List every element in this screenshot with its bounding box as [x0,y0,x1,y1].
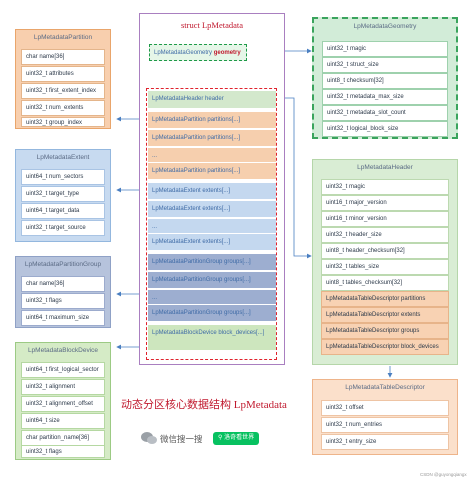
header-descriptor-field: LpMetadataTableDescriptor groups [321,323,449,339]
group-struct: LpMetadataPartitionGroup char name[36] u… [15,256,111,328]
header-field: uint16_t minor_version [321,211,449,227]
partition-field: char name[36] [21,49,105,65]
credit-text: CSDN @guyongqiangx [420,472,467,477]
geometry-struct: LpMetadataGeometry uint32_t magic uint32… [312,17,458,139]
header-struct: LpMetadataHeader uint32_t magic uint16_t… [312,159,458,365]
block-device-struct: LpMetadataBlockDevice uint64_t first_log… [15,342,111,460]
block-device-title: LpMetadataBlockDevice [27,347,99,354]
header-title: LpMetadataHeader [357,164,413,171]
header-field: uint32_t magic [321,179,449,195]
block-device-field: uint32_t alignment [21,379,105,395]
geometry-name: geometry [213,50,241,56]
lpmetadata-extent-row: ... [148,218,276,235]
group-field: uint32_t flags [21,293,105,309]
group-title: LpMetadataPartitionGroup [24,261,102,268]
partition-field: uint32_t attributes [21,66,105,82]
table-descriptor-field: uint32_t offset [321,400,449,416]
table-descriptor-field: uint32_t entry_size [321,434,449,450]
lpmetadata-partition-row: LpMetadataPartition partitions[...] [148,162,276,179]
lpmetadata-partition-row: ... [148,147,276,164]
lpmetadata-extent-row: LpMetadataExtent extents[...] [148,200,276,217]
block-device-field: uint64_t first_logical_sector [21,362,105,378]
header-field: uint8_t tables_checksum[32] [321,275,449,291]
header-field: uint32_t tables_size [321,259,449,275]
lpmetadata-group-row: LpMetadataPartitionGroup groups[...] [148,304,276,321]
extent-struct: LpMetadataExtent uint64_t num_sectors ui… [15,149,111,242]
arrow-to-header [276,97,312,259]
block-device-field: uint32_t flags [21,445,105,458]
lpmetadata-partition-row: LpMetadataPartition partitions[...] [148,129,276,146]
block-device-field: char partition_name[36] [21,430,105,446]
wechat-account-name: 洛奇看世界 [224,435,255,441]
lpmetadata-partition-row: LpMetadataPartition partitions[...] [148,111,276,128]
wechat-search-text: 微信搜一搜 [160,434,203,444]
wechat-icon [141,432,157,444]
lpmetadata-extent-row: LpMetadataExtent extents[...] [148,182,276,199]
extent-field: uint32_t target_source [21,220,105,236]
table-descriptor-field: uint32_t num_entries [321,417,449,433]
search-icon: ⚲ [218,435,223,441]
partition-title: LpMetadataPartition [33,34,93,41]
geometry-field: uint8_t checksum[32] [322,73,448,89]
header-field: uint8_t header_checksum[32] [321,243,449,259]
partition-field: uint32_t num_extents [21,100,105,116]
tables-region-outline [146,88,277,360]
extent-field: uint64_t num_sectors [21,169,105,185]
table-descriptor-title: LpMetadataTableDescriptor [345,384,425,391]
lpmetadata-group-row: LpMetadataPartitionGroup groups[...] [148,271,276,288]
geometry-field: uint32_t logical_block_size [322,121,448,137]
table-descriptor-struct: LpMetadataTableDescriptor uint32_t offse… [312,379,458,455]
lpmetadata-geometry-field: LpMetadataGeometry geometry [149,44,247,61]
header-descriptor-field: LpMetadataTableDescriptor partitions [321,291,449,307]
lpmetadata-group-row: LpMetadataPartitionGroup groups[...] [148,253,276,270]
extent-field: uint64_t target_data [21,203,105,219]
header-field: uint16_t major_version [321,195,449,211]
header-field: uint32_t header_size [321,227,449,243]
block-device-field: uint64_t size [21,413,105,429]
lpmetadata-group-row: ... [148,289,276,306]
lpmetadata-title: struct LpMetadata [180,20,244,30]
block-device-field: uint32_t alignment_offset [21,396,105,412]
extent-title: LpMetadataExtent [36,154,90,161]
extent-field: uint32_t target_type [21,186,105,202]
geometry-type: LpMetadataGeometry [154,50,213,56]
geometry-field: uint32_t struct_size [322,57,448,73]
diagram-caption: 动态分区核心数据结构 LpMetadata [121,399,287,411]
partition-field: uint32_t first_extent_index [21,83,105,99]
group-field: uint64_t maximum_size [21,310,105,326]
lpmetadata-block-device-row: LpMetadataBlockDevice block_devices[...] [148,324,276,350]
partition-field: uint32_t group_index [21,117,105,127]
header-descriptor-field: LpMetadataTableDescriptor block_devices [321,339,449,355]
partition-struct: LpMetadataPartition char name[36] uint32… [15,29,111,129]
group-field: char name[36] [21,276,105,292]
geometry-title: LpMetadataGeometry [353,23,417,30]
wechat-account-badge: ⚲ 洛奇看世界 [213,432,260,445]
lpmetadata-struct: struct LpMetadata LpMetadataGeometry geo… [139,13,285,365]
lpmetadata-header-field: LpMetadataHeader header [148,91,276,108]
geometry-field: uint32_t metadata_slot_count [322,105,448,121]
geometry-field: uint32_t magic [322,41,448,57]
header-descriptor-field: LpMetadataTableDescriptor extents [321,307,449,323]
lpmetadata-extent-row: LpMetadataExtent extents[...] [148,233,276,250]
geometry-field: uint32_t metadata_max_size [322,89,448,105]
